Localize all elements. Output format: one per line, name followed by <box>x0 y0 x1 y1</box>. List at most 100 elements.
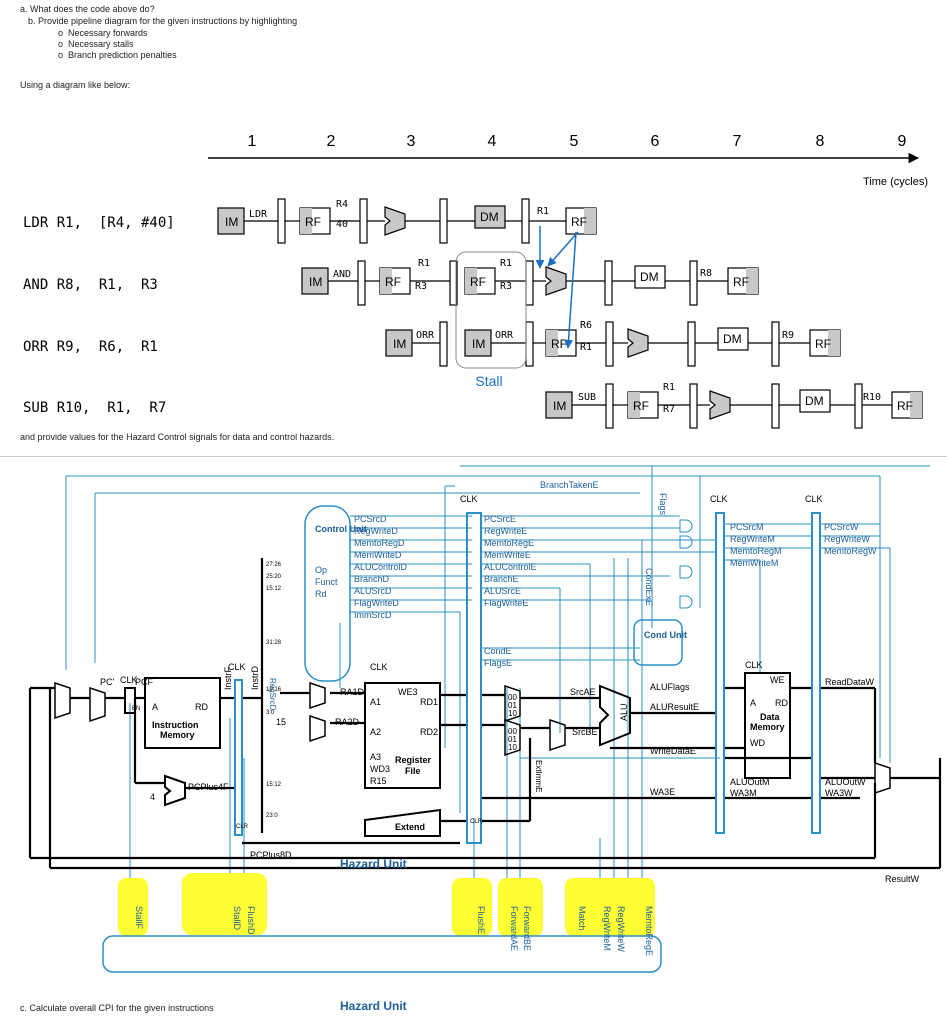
reg-label: R1 <box>663 382 675 393</box>
m-signal: MemtoRegM <box>730 546 782 556</box>
im-stage <box>217 207 245 235</box>
im-stage <box>301 267 329 295</box>
control-output: BranchD <box>354 574 390 584</box>
pipe-reg <box>771 383 780 429</box>
e-signal: BranchE <box>484 574 519 584</box>
rf-wd3: WD3 <box>370 764 390 774</box>
forward-arrow <box>564 231 577 349</box>
dm-a: A <box>750 698 756 708</box>
pipe-reg <box>604 260 613 306</box>
reg-label: 40 <box>336 219 348 230</box>
cycle-numbers: 1 2 3 4 5 6 7 8 9 <box>248 133 907 150</box>
m-signal: RegWriteM <box>730 534 775 544</box>
aluoutw: ALUOutW <box>825 777 866 787</box>
control-output: ImmSrcD <box>354 610 392 620</box>
datapath-signal-labels: SrcAE SrcBE ALUResultE WriteDataE WA3E A… <box>534 677 920 884</box>
const-4: 4 <box>150 792 155 802</box>
reg-label: R10 <box>863 392 881 403</box>
alu-block <box>599 684 631 747</box>
time-label: Time (cycles) <box>863 176 928 188</box>
pipeline-registers <box>234 512 821 844</box>
e-signal: CondE <box>484 646 512 656</box>
cond-unit-label: Cond Unit <box>644 630 687 640</box>
dm-label: DM <box>480 210 499 224</box>
rf-a2: A2 <box>370 727 381 737</box>
pipeline-diagram: 1 2 3 4 5 6 7 8 9 Time (cycles) LDR R1, … <box>23 133 928 429</box>
pipe-reg <box>687 321 696 367</box>
rf-label: RF <box>815 337 831 351</box>
hazard-unit-box <box>102 935 662 973</box>
hazard-signal: ForwardAE <box>509 906 519 951</box>
pipe-reg <box>689 260 698 306</box>
datapath-wires <box>28 558 942 870</box>
pipe-reg <box>449 260 458 306</box>
mux-label: 01 <box>508 701 517 710</box>
flags-prime-label: Flags' <box>658 493 668 517</box>
control-input: Rd <box>315 589 327 599</box>
cycle-number: 1 <box>248 133 257 150</box>
instrd-label: InstrD <box>250 665 260 690</box>
regsrc-label: RegSrcD <box>268 678 277 711</box>
srcae: SrcAE <box>570 687 596 697</box>
dm-we: WE <box>770 675 785 685</box>
clr-label: CLR <box>236 824 249 830</box>
rf-a3: A3 <box>370 752 381 762</box>
bit-field: 15:12 <box>266 586 282 592</box>
stall-label: Stall <box>475 373 502 389</box>
rf-rd2: RD2 <box>420 727 438 737</box>
clk-label: CLK <box>228 662 246 672</box>
dm-wd: WD <box>750 738 765 748</box>
reg-label: R1 <box>418 258 430 269</box>
w-signal: RegWriteW <box>824 534 870 544</box>
bit-field: 31:28 <box>266 640 282 646</box>
instrf-label: InstrF <box>223 666 233 690</box>
rf-label: RF <box>385 275 401 289</box>
hazard-signal: RegWriteM <box>602 906 612 951</box>
reg-label: R1 <box>537 206 549 217</box>
m-signal: MemWriteM <box>730 558 778 568</box>
e-signal: PCSrcE <box>484 514 516 524</box>
mux-label: 01 <box>508 735 517 744</box>
cycle-number: 5 <box>570 133 579 150</box>
e-signal: MemtoRegE <box>484 538 534 548</box>
w-signal: PCSrcW <box>824 522 859 532</box>
pc-prime: PC' <box>100 677 115 687</box>
bit-field: 15:12 <box>266 782 282 788</box>
mux-label: 10 <box>508 743 517 752</box>
data-memory <box>744 672 791 779</box>
e-signal: MemWriteE <box>484 550 531 560</box>
control-labels: Control Unit Op Funct Rd PCSrcD RegWrite… <box>315 480 877 871</box>
reg-label: ORR <box>495 330 514 341</box>
clk-label: CLK <box>710 494 728 504</box>
hazard-unit-label: Hazard Unit <box>340 999 407 1013</box>
rf-r15: R15 <box>370 776 387 786</box>
control-output: RegWriteD <box>354 526 398 536</box>
im-label: IM <box>309 275 322 289</box>
reg-label: R6 <box>580 320 592 331</box>
hazard-signal: StallD <box>232 906 242 931</box>
bit-field: 27:26 <box>266 562 282 568</box>
clr-label: CLR <box>470 819 483 825</box>
rf-label: RF <box>733 275 749 289</box>
row-ldr <box>217 198 597 244</box>
hazard-unit-label: Hazard Unit <box>340 857 407 871</box>
pipe-reg <box>771 321 780 367</box>
cond-unit-box <box>633 619 683 666</box>
hazard-signal-labels: StallF StallD FlushD FlushE ForwardAE Fo… <box>134 906 654 956</box>
pipe-reg <box>525 321 534 367</box>
pipe-reg <box>525 260 534 306</box>
divider <box>0 456 947 457</box>
dm-stage <box>717 327 749 351</box>
pipe-reg <box>605 383 614 429</box>
control-output: PCSrcD <box>354 514 387 524</box>
register-file <box>364 682 441 789</box>
bit-field-labels: 27:26 25:20 15:12 31:28 19:16 3:0 15:12 … <box>266 562 282 819</box>
instruction-memory <box>144 677 221 749</box>
im-stage <box>545 391 573 419</box>
reg-label: R7 <box>663 404 675 415</box>
cycle-number: 6 <box>651 133 660 150</box>
alu-label: ALU <box>619 703 629 721</box>
control-input: Op <box>315 565 327 575</box>
pipe-reg <box>854 383 863 429</box>
dm-stage <box>799 389 831 413</box>
